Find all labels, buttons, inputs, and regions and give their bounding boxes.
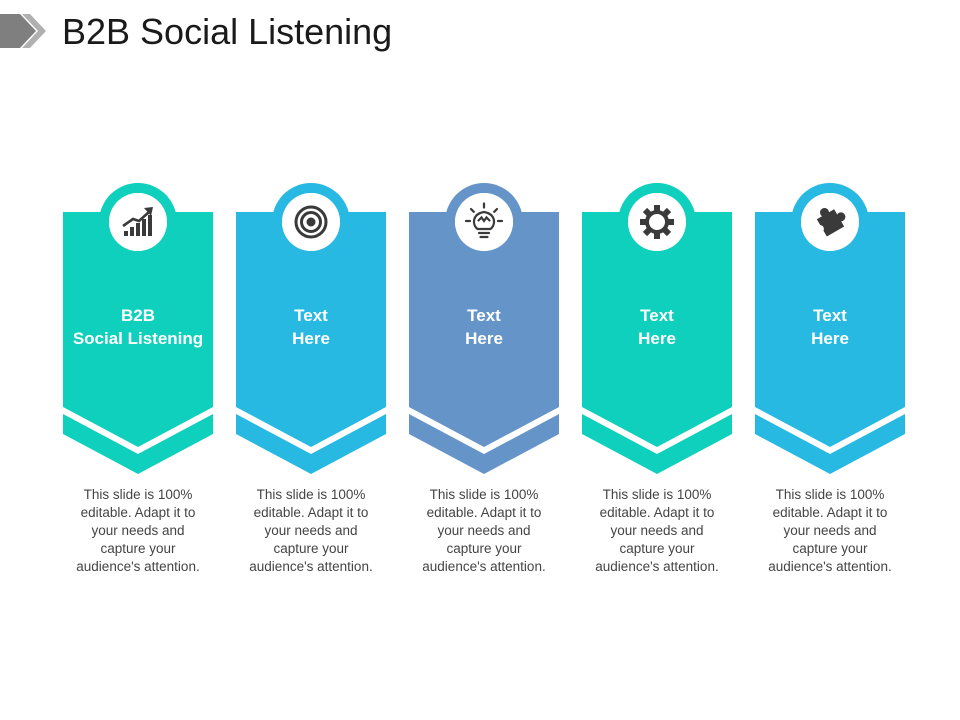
title-arrow-icon <box>0 14 46 48</box>
card-icon-holder <box>628 193 686 251</box>
card-icon-holder <box>455 193 513 251</box>
card-icon-holder <box>282 193 340 251</box>
card-icon-holder <box>109 193 167 251</box>
page-title: B2B Social Listening <box>62 11 393 52</box>
lightbulb-icon <box>464 202 504 239</box>
card-icon-holder <box>801 193 859 251</box>
target-icon <box>294 205 328 239</box>
growth-chart-icon <box>122 207 153 236</box>
gear-icon <box>640 205 674 239</box>
puzzle-icon <box>816 207 846 237</box>
